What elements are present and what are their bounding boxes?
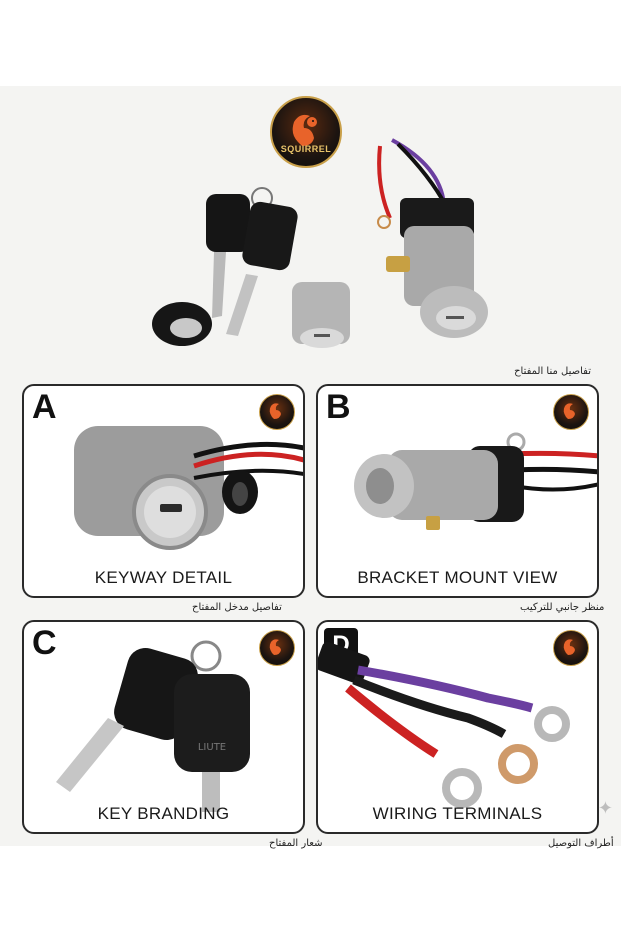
- panel-title: WIRING TERMINALS: [372, 804, 543, 823]
- panel-letter: B: [326, 388, 351, 426]
- brand-logo-text: SQUIRREL: [280, 144, 332, 154]
- panel-title: KEY BRANDING: [97, 804, 230, 823]
- squirrel-icon: [563, 639, 575, 655]
- panel-letter: C: [32, 624, 57, 662]
- ignition-switch: [377, 138, 488, 338]
- panel-bracket-mount-view: B BRACKET MOUNT VIEW: [316, 384, 599, 598]
- squirrel-icon: [269, 403, 281, 419]
- panel-letter: A: [32, 388, 57, 426]
- panel-key-branding: C LIUTE KEY BRANDING: [22, 620, 305, 834]
- key-icon: LIUTE: [174, 674, 250, 812]
- key-icon: [226, 201, 298, 336]
- squirrel-icon: [292, 114, 317, 146]
- brand-logo-small: [553, 394, 589, 430]
- lock-cylinder: [292, 282, 350, 348]
- wiring-photo: [318, 641, 570, 808]
- squirrel-icon: [269, 639, 281, 655]
- panel-title: KEYWAY DETAIL: [94, 568, 233, 587]
- panel-keyway-detail: A KEYWAY DETAIL: [22, 384, 305, 598]
- panel-caption: أطراف التوصيل: [548, 838, 614, 849]
- brand-logo-small: [259, 630, 295, 666]
- panel-title: BRACKET MOUNT VIEW: [357, 568, 558, 587]
- squirrel-icon: [563, 403, 575, 419]
- sparkle-icon: ✦: [597, 798, 613, 818]
- panel-caption: منظر جانبي للتركيب: [520, 602, 605, 613]
- bracket-photo: [354, 432, 597, 530]
- key-branding-text: LIUTE: [198, 742, 226, 753]
- brand-logo: SQUIRREL: [270, 96, 342, 168]
- key-branding-photo: LIUTE: [56, 640, 250, 812]
- panel-caption: شعار المفتاح: [269, 838, 323, 849]
- panel-wiring-terminals: D WIRING TERMINALS: [316, 620, 599, 834]
- hero-caption: تفاصيل منا المفتاح: [514, 366, 591, 377]
- keyway-photo: [74, 426, 303, 550]
- product-sheet: SQUIRREL: [0, 86, 621, 849]
- hero-product-photo: SQUIRREL: [0, 86, 621, 386]
- brand-logo-small: [259, 394, 295, 430]
- panel-caption: تفاصيل مدخل المفتاح: [192, 602, 282, 613]
- brand-logo-small: [553, 630, 589, 666]
- hero-illustration: [152, 138, 488, 348]
